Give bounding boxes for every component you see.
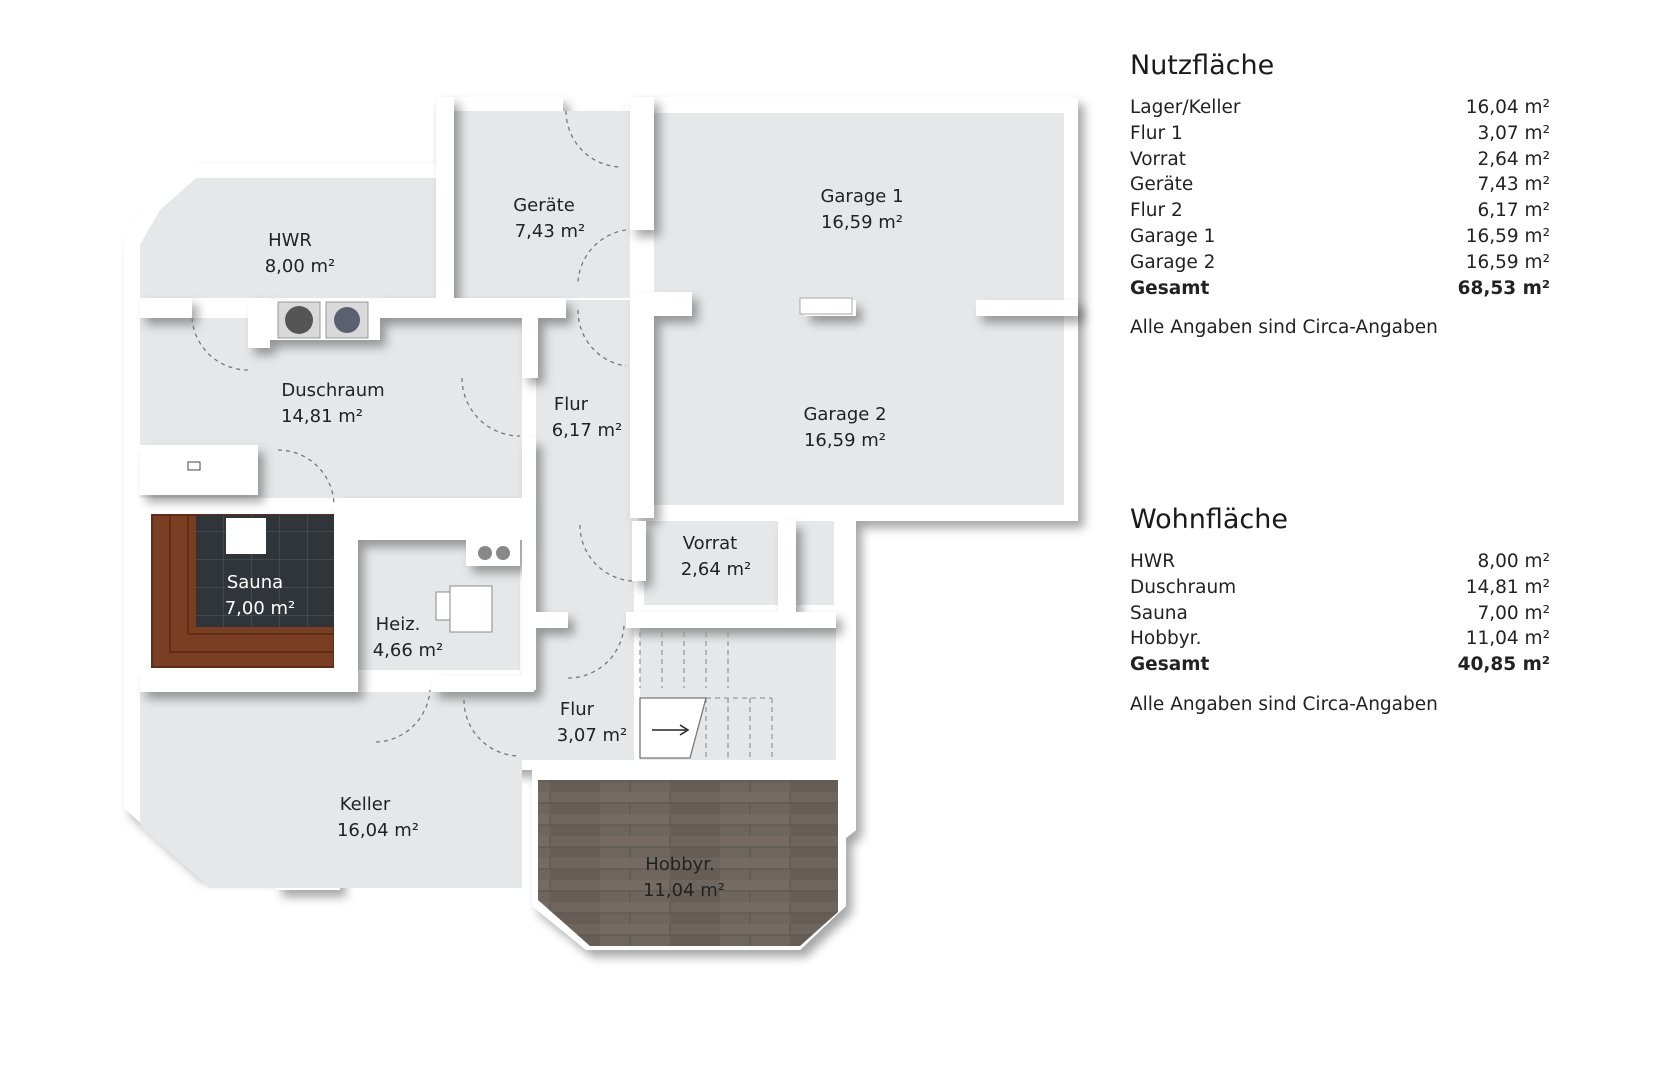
area-row: Hobbyr. 11,04 m²	[1130, 626, 1550, 652]
area-row-value: 7,43 m²	[1477, 174, 1550, 196]
area-row-label: Flur 2	[1130, 200, 1183, 222]
area-row: Flur 2 6,17 m²	[1130, 198, 1550, 224]
garage1-area: 16,59 m²	[821, 212, 903, 233]
area-row-label: Duschraum	[1130, 576, 1237, 598]
area-row-value: 16,59 m²	[1465, 225, 1550, 247]
geraete-area: 7,43 m²	[515, 221, 586, 242]
nutzflaeche-table: Nutzfläche Lager/Keller 16,04 m² Flur 1 3,0…	[1130, 50, 1550, 338]
area-row-value: 7,00 m²	[1477, 602, 1550, 624]
nutzflaeche-total: Gesamt 68,53 m²	[1130, 276, 1550, 302]
area-row: Garage 2 16,59 m²	[1130, 250, 1550, 276]
area-row-value: 16,59 m²	[1465, 251, 1550, 273]
area-row-value: 14,81 m²	[1465, 576, 1550, 598]
interior-walls	[140, 97, 1078, 692]
sauna-area: 7,00 m²	[225, 598, 296, 619]
area-row: Geräte 7,43 m²	[1130, 172, 1550, 198]
area-row-label: Flur 1	[1130, 122, 1183, 144]
area-row: Sauna 7,00 m²	[1130, 601, 1550, 627]
flur2-name: Flur	[554, 394, 589, 415]
flur2-area: 6,17 m²	[552, 420, 623, 441]
garage1-name: Garage 1	[820, 186, 903, 207]
area-row-label: Vorrat	[1130, 148, 1187, 170]
area-row-label: Geräte	[1130, 174, 1194, 196]
area-row: Vorrat 2,64 m²	[1130, 147, 1550, 173]
hobby-floor	[538, 780, 838, 946]
area-row-value: 16,04 m²	[1465, 97, 1550, 118]
fixtures	[187, 297, 853, 633]
flur1-name: Flur	[560, 699, 595, 720]
area-row-value: 11,04 m²	[1465, 628, 1550, 650]
area-row-label: Sauna	[1130, 602, 1188, 624]
area-row-label: Hobbyr.	[1130, 628, 1202, 650]
heiz-area: 4,66 m²	[373, 640, 444, 661]
hwr-area: 8,00 m²	[265, 256, 336, 277]
hwr-name: HWR	[268, 230, 312, 251]
room-labels: HWR 8,00 m² Geräte 7,43 m² Garage 1 16,5…	[225, 186, 904, 901]
vorrat-area: 2,64 m²	[681, 559, 752, 580]
keller-name: Keller	[340, 794, 391, 815]
area-row-value: 2,64 m²	[1477, 148, 1550, 170]
heiz-name: Heiz.	[376, 614, 421, 635]
area-row-label: Garage 2	[1130, 251, 1216, 273]
area-row-value: 3,07 m²	[1477, 122, 1550, 144]
keller-area: 16,04 m²	[337, 820, 419, 841]
geraete-name: Geräte	[513, 195, 575, 216]
sauna-name: Sauna	[227, 572, 283, 593]
area-row-value: 6,17 m²	[1477, 200, 1550, 222]
area-row: Duschraum 14,81 m²	[1130, 575, 1550, 601]
area-row-value: 8,00 m²	[1477, 551, 1550, 572]
area-row: Garage 1 16,59 m²	[1130, 224, 1550, 250]
garage2-name: Garage 2	[803, 404, 886, 425]
area-row-label: Lager/Keller	[1130, 97, 1241, 118]
wohnflaeche-title: Wohnfläche	[1130, 504, 1288, 535]
total-value: 68,53 m²	[1457, 277, 1550, 299]
wohnflaeche-note: Alle Angaben sind Circa-Angaben	[1130, 693, 1438, 715]
vorrat-name: Vorrat	[683, 533, 738, 554]
sauna-floor	[151, 514, 335, 668]
floor-plan: HWR 8,00 m² Geräte 7,43 m² Garage 1 16,5…	[124, 97, 1078, 950]
flur1-area: 3,07 m²	[557, 725, 628, 746]
garage2-area: 16,59 m²	[804, 430, 886, 451]
nutzflaeche-rows: Lager/Keller 16,04 m² Flur 1 3,07 m² Vorrat 2…	[1130, 95, 1550, 276]
hobby-area: 11,04 m²	[643, 880, 725, 901]
area-row-label: HWR	[1130, 551, 1176, 572]
wohnflaeche-table: Wohnfläche HWR 8,00 m² Duschraum 14,81 m² Sa…	[1130, 504, 1550, 715]
duschraum-name: Duschraum	[281, 380, 384, 401]
area-row: Lager/Keller 16,04 m²	[1130, 95, 1550, 121]
nutzflaeche-note: Alle Angaben sind Circa-Angaben	[1130, 317, 1438, 339]
stairs	[639, 632, 773, 759]
total-label: Gesamt	[1130, 277, 1210, 299]
hobby-name: Hobbyr.	[645, 854, 715, 875]
area-row: HWR 8,00 m²	[1130, 549, 1550, 575]
duschraum-area: 14,81 m²	[281, 406, 363, 427]
nutzflaeche-title: Nutzfläche	[1130, 50, 1275, 81]
door-swings	[191, 110, 633, 757]
area-row: Flur 1 3,07 m²	[1130, 121, 1550, 147]
total-label: Gesamt	[1130, 654, 1210, 676]
total-value: 40,85 m²	[1457, 654, 1550, 676]
area-row-label: Garage 1	[1130, 225, 1216, 247]
wohnflaeche-total: Gesamt 40,85 m²	[1130, 652, 1550, 678]
